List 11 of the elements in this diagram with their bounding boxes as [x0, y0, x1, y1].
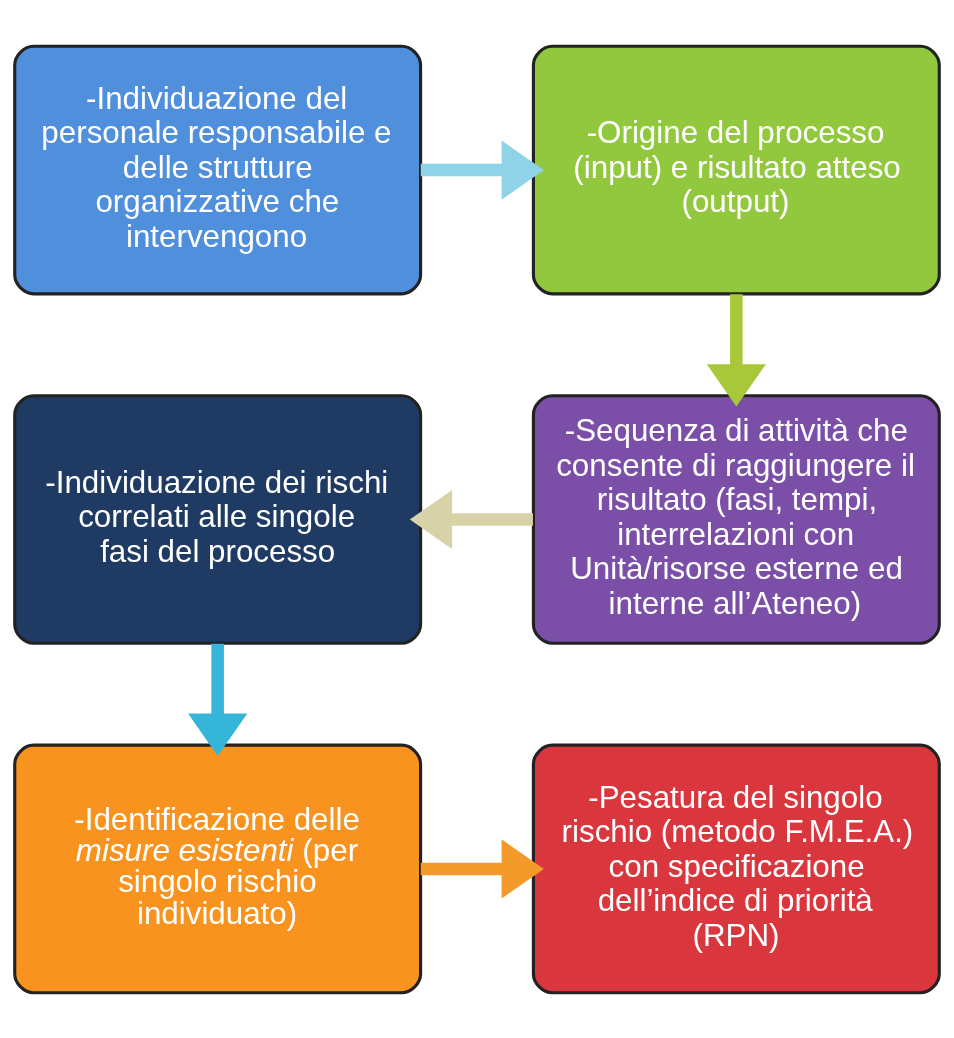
- node-box: -Individuazione del personale responsabile e delle strutture organizzative che intervengono: [13, 44, 423, 295]
- arrow: [420, 838, 544, 899]
- node-box: -Individuazione dei rischi correlati alle singole fasi del processo: [13, 393, 423, 645]
- node-box: -Sequenza di attività che consente di raggiungere il risultato (fasi, tempi, interrelazioni con Unità/risorse esterne ed interne all’Ateneo): [531, 393, 941, 645]
- arrow: [409, 489, 533, 549]
- arrow: [188, 643, 248, 756]
- node-box: -Pesatura del singolo rischio (metodo F.M.E.A.) con specificazione dell’indice di priorità (RPN): [531, 743, 941, 994]
- node-box: -Identificazione delle misure esistenti (per singolo rischio individuato): [13, 743, 423, 994]
- arrow: [706, 293, 766, 406]
- node-box: -Origine del processo (input) e risultato atteso (output): [531, 44, 941, 295]
- arrow: [420, 139, 544, 200]
